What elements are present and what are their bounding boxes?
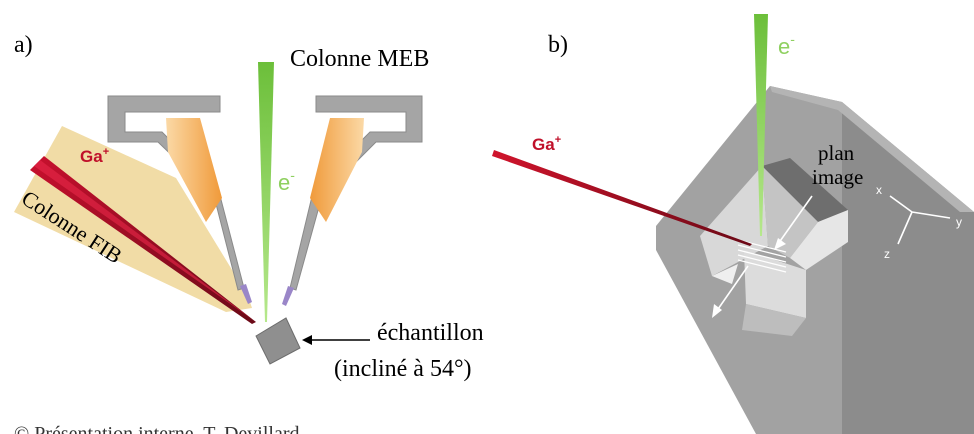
sample-label-line2: (incliné à 54°) — [334, 356, 472, 382]
sample-block-right-face — [842, 102, 974, 434]
sem-lens-left — [166, 118, 222, 222]
plane-label-line2: image — [812, 165, 863, 189]
sample-block-top-face — [770, 86, 974, 212]
trench-floor — [762, 166, 818, 258]
trench-back-wall — [762, 158, 848, 222]
trench-right-wall — [790, 210, 848, 270]
trench-lower-front — [742, 304, 806, 336]
coordinate-axes — [889, 195, 951, 245]
fib-ion-label-b: Ga+ — [532, 134, 561, 154]
panel-a: a) Ga+ Colonne FIB e- Colonne MEB échant… — [14, 32, 484, 434]
sem-electron-label: e- — [278, 167, 295, 195]
panel-b: b) Ga+ e- plan image — [492, 14, 974, 434]
fib-column — [14, 126, 252, 312]
sem-electron-beam-b — [754, 14, 768, 236]
plane-pointer-arrow — [777, 195, 813, 245]
sample-pointer-arrowhead — [302, 335, 312, 345]
axis-y-label: y — [956, 215, 962, 229]
sem-lens-right — [310, 118, 364, 222]
plane-pointer-arrowhead — [774, 238, 786, 250]
milling-direction-arrowhead — [712, 304, 722, 318]
axis-x-label: x — [876, 183, 882, 197]
sample — [255, 317, 301, 365]
pole-piece-right — [282, 286, 294, 306]
sample-label-line1: échantillon — [377, 320, 484, 346]
sem-electron-label-b: e- — [778, 31, 795, 59]
panel-a-label: a) — [14, 32, 33, 58]
fib-ion-beam-b — [492, 150, 752, 246]
trench-small-face — [712, 264, 738, 284]
fib-ion-label: Ga+ — [80, 146, 109, 166]
milling-direction-arrow — [715, 265, 749, 313]
credit-text: © Présentation interne, T. Devillard — [14, 423, 300, 434]
pole-piece-left — [240, 284, 252, 304]
axis-z-label: z — [884, 247, 890, 261]
trench-bottom-face — [744, 250, 806, 318]
fib-ion-beam-core — [34, 160, 256, 322]
sem-electron-beam — [258, 62, 274, 322]
panel-b-label: b) — [548, 32, 568, 58]
sem-column-label: Colonne MEB — [290, 46, 429, 72]
plane-label-line1: plan — [818, 141, 855, 165]
